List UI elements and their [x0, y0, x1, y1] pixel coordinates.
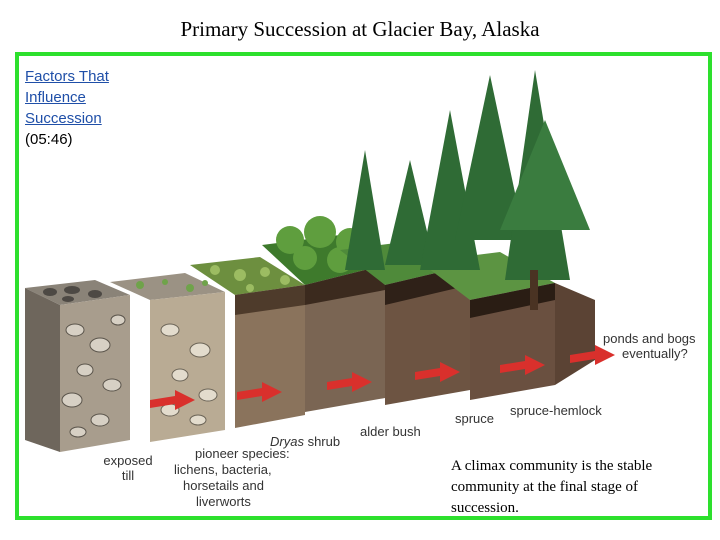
succession-video-link[interactable]: Factors That Influence Succession: [25, 66, 109, 129]
link-line-1: Factors That: [25, 66, 109, 87]
link-line-2: Influence: [25, 87, 109, 108]
soil-block-exposed-till: [25, 280, 130, 452]
label-ponds-1: ponds and bogs: [603, 331, 696, 346]
label-spruce: spruce: [455, 411, 494, 426]
label-pioneer-2: lichens, bacteria,: [174, 462, 272, 477]
label-alder: alder bush: [360, 424, 421, 439]
label-spruce-hemlock: spruce-hemlock: [510, 403, 602, 418]
climax-caption: A climax community is the stable communi…: [451, 456, 701, 519]
label-exposed-till-2: till: [122, 468, 134, 483]
video-link-block: Factors That Influence Succession (05:46…: [25, 66, 109, 150]
label-pioneer-3: horsetails and: [183, 478, 264, 493]
link-line-3: Succession: [25, 108, 109, 129]
label-ponds-2: eventually?: [622, 346, 688, 361]
video-duration: (05:46): [25, 131, 73, 148]
label-exposed-till-1: exposed: [103, 453, 152, 468]
label-pioneer-4: liverworts: [196, 494, 251, 509]
label-dryas: Dryas shrub: [270, 434, 340, 449]
